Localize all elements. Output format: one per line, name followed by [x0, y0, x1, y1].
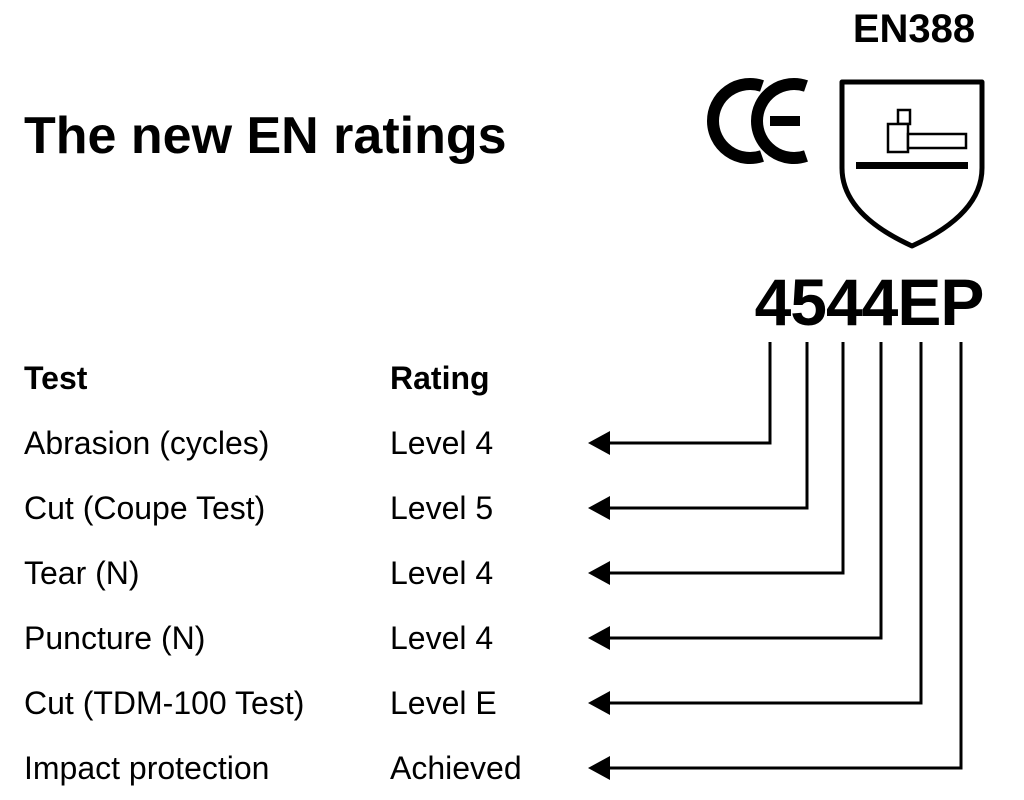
arrowhead	[588, 626, 610, 650]
test-name: Abrasion (cycles)	[24, 425, 270, 461]
rating-value: Level E	[390, 685, 497, 721]
connector-line	[606, 342, 923, 705]
connector-line	[606, 342, 963, 770]
en388-shield-icon	[839, 79, 985, 249]
arrowhead	[588, 756, 610, 780]
performance-code: 4544EP	[754, 265, 985, 339]
connector-line	[606, 342, 772, 445]
arrowhead	[588, 561, 610, 585]
rating-value: Level 5	[390, 490, 494, 526]
connector-line	[606, 342, 845, 575]
rating-value: Level 4	[390, 425, 494, 461]
standard-label: EN388	[852, 7, 976, 51]
connector-line	[606, 342, 883, 640]
column-header-test: Test	[24, 360, 88, 396]
rating-value: Level 4	[390, 555, 494, 591]
connector-line	[606, 342, 809, 510]
column-header-rating: Rating	[390, 360, 490, 396]
arrowhead	[588, 431, 610, 455]
rating-value: Level 4	[390, 620, 494, 656]
arrowhead	[588, 496, 610, 520]
arrowhead	[588, 691, 610, 715]
test-name: Cut (TDM-100 Test)	[24, 685, 305, 721]
test-name: Cut (Coupe Test)	[24, 490, 266, 526]
connector-lines	[588, 342, 963, 780]
ce-mark-icon	[707, 78, 808, 164]
rating-value: Achieved	[390, 750, 522, 786]
test-name: Tear (N)	[24, 555, 140, 591]
page-title: The new EN ratings	[24, 107, 507, 165]
test-name: Puncture (N)	[24, 620, 206, 656]
test-name: Impact protection	[24, 750, 270, 786]
